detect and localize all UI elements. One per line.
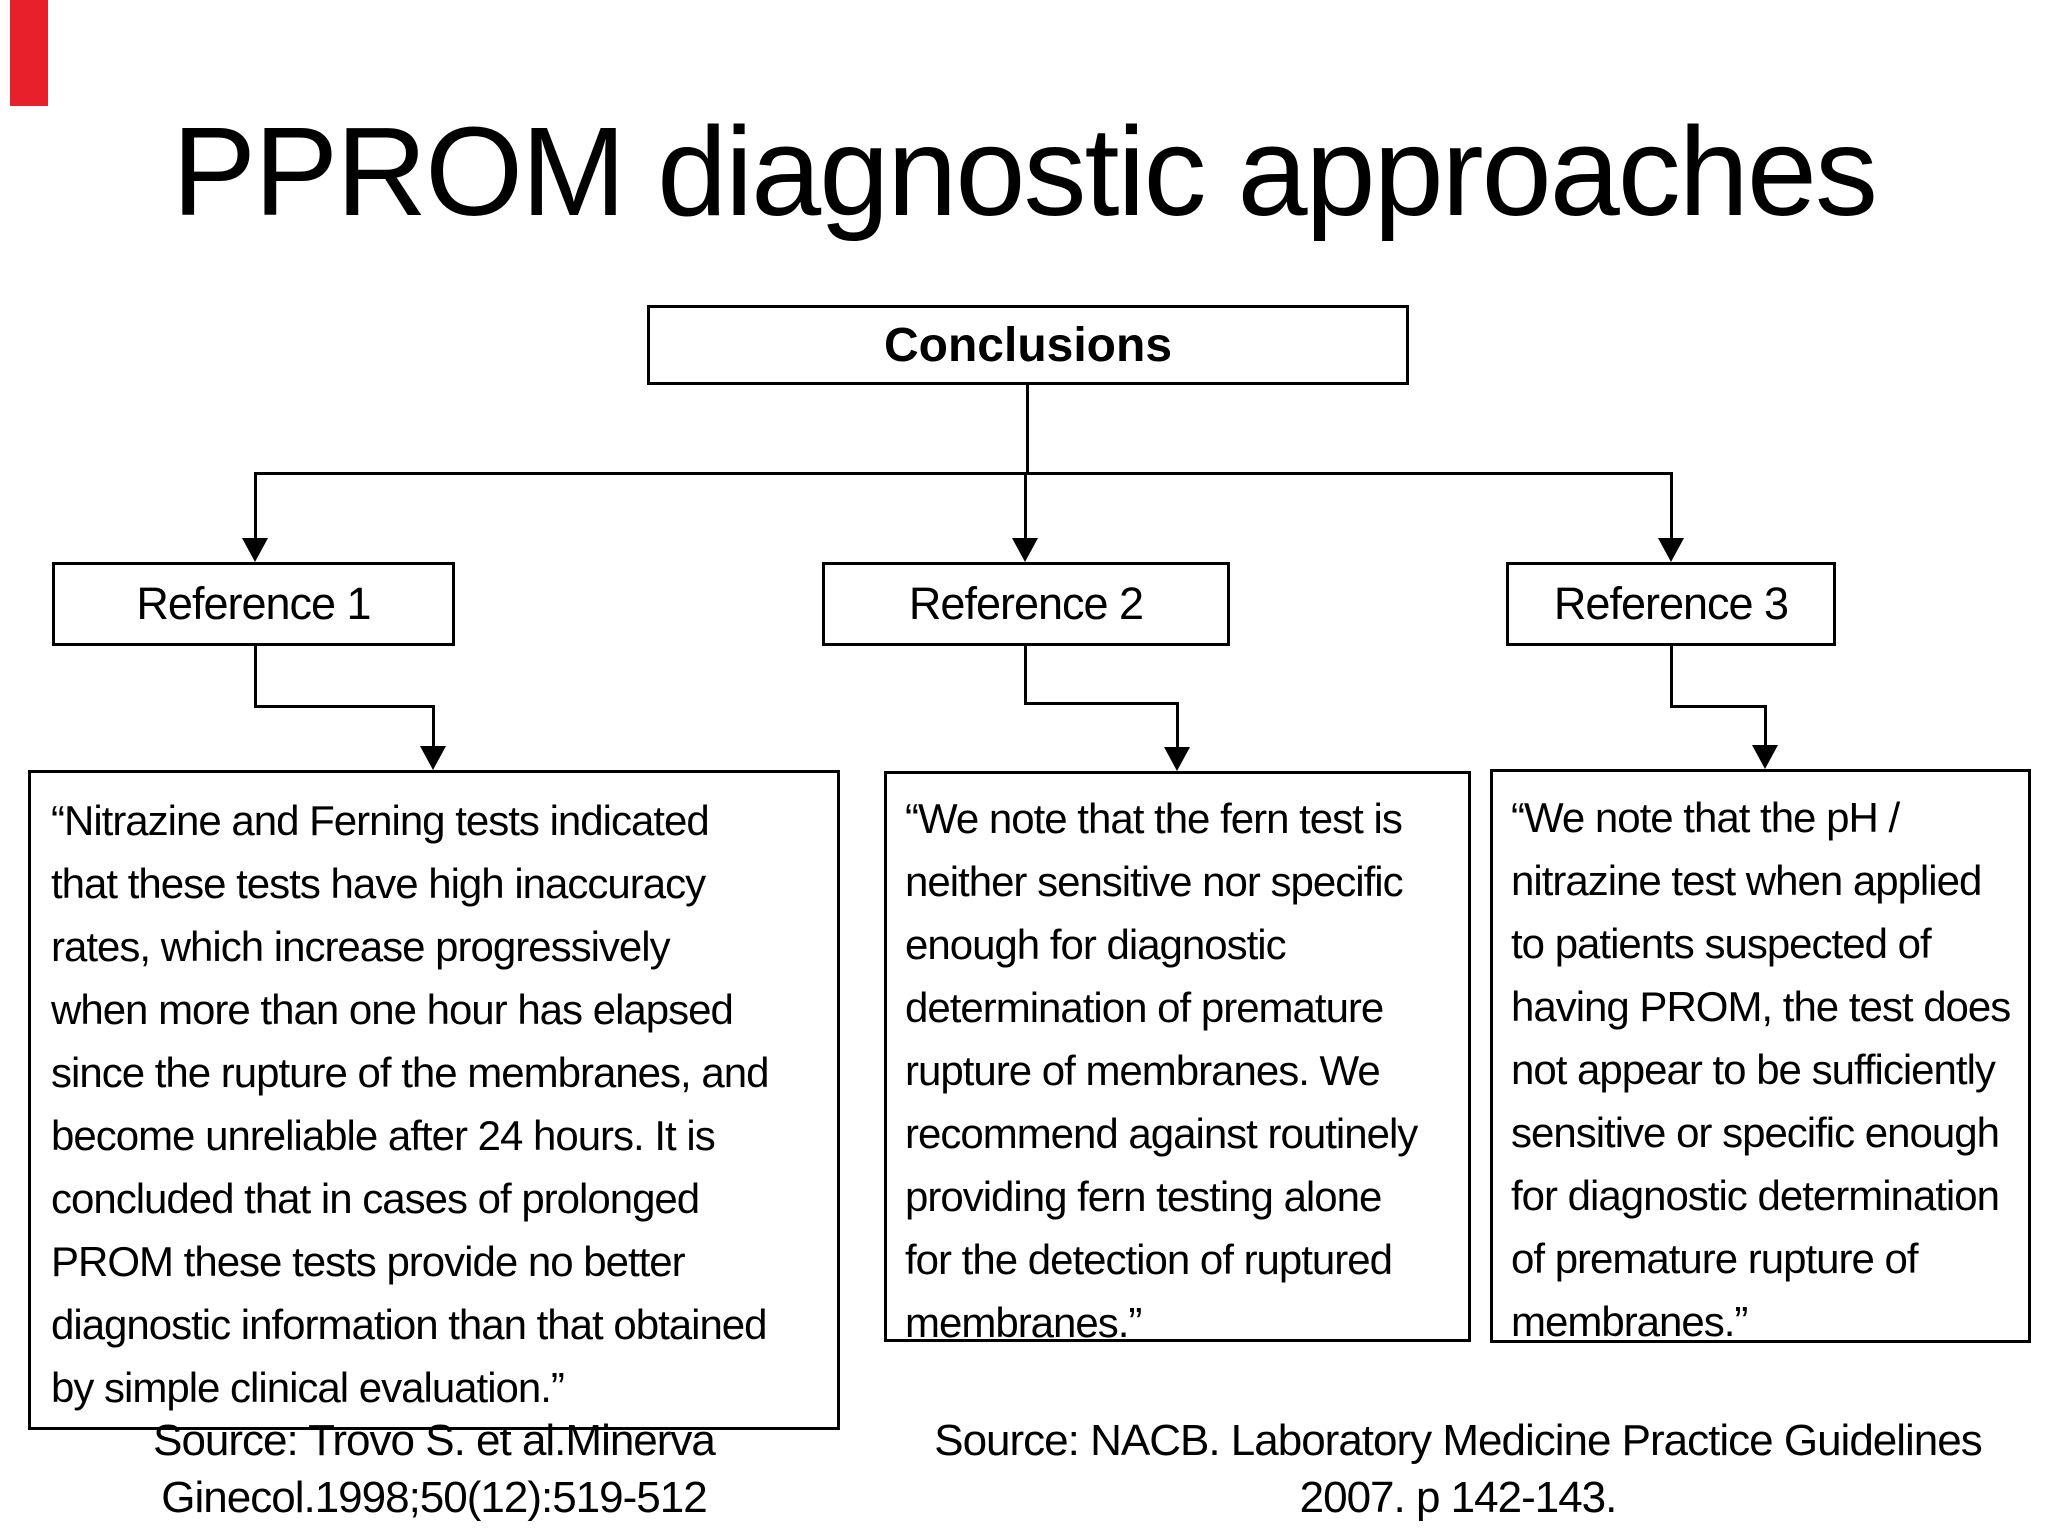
arrowhead-down-quote1: [420, 746, 446, 770]
arrowhead-down-ref1: [242, 538, 268, 562]
quote-box-3: “We note that the pH / nitrazine test wh…: [1490, 769, 2031, 1345]
reference-1-label: Reference 1: [136, 578, 371, 629]
reference-3-box: Reference 3: [1506, 562, 1836, 646]
reference-1-box: Reference 1: [52, 562, 455, 646]
arrowhead-down-quote2: [1164, 747, 1190, 771]
reference-2-box: Reference 2: [822, 562, 1230, 646]
slide-title: PPROM diagnostic approaches: [172, 101, 1878, 242]
quote-box-2: “We note that the fern test is neither s…: [884, 771, 1471, 1346]
quote-box-1: “Nitrazine and Ferning tests indicated t…: [28, 770, 840, 1430]
source-citation-1: Source: Trovo S. et al.Minerva Ginecol.1…: [153, 1416, 716, 1522]
connector-distribution-line: [254, 472, 1673, 475]
connector-drop-ref2: [1024, 472, 1027, 540]
elbow-ref3-v1: [1670, 645, 1673, 708]
reference-3-label: Reference 3: [1553, 578, 1789, 629]
arrowhead-down-ref2: [1012, 538, 1038, 562]
conclusions-box: Conclusions: [647, 305, 1409, 385]
elbow-ref1-h: [254, 705, 435, 708]
elbow-ref3-v2: [1764, 705, 1767, 747]
arrowhead-down-quote3: [1752, 745, 1778, 769]
elbow-ref3-h: [1670, 705, 1767, 708]
connector-root-vertical: [1026, 383, 1029, 472]
arrowhead-down-ref3: [1658, 538, 1684, 562]
source-citation-2: Source: NACB. Laboratory Medicine Practi…: [934, 1416, 1983, 1522]
red-accent-bar: [10, 0, 48, 106]
conclusions-label: Conclusions: [883, 318, 1173, 372]
elbow-ref1-v2: [432, 705, 435, 748]
reference-2-label: Reference 2: [908, 578, 1144, 629]
elbow-ref2-v1: [1024, 645, 1027, 705]
elbow-ref2-v2: [1176, 702, 1179, 749]
connector-drop-ref3: [1670, 472, 1673, 540]
elbow-ref2-h: [1024, 702, 1179, 705]
connector-drop-ref1: [254, 472, 257, 540]
elbow-ref1-v1: [254, 645, 257, 708]
